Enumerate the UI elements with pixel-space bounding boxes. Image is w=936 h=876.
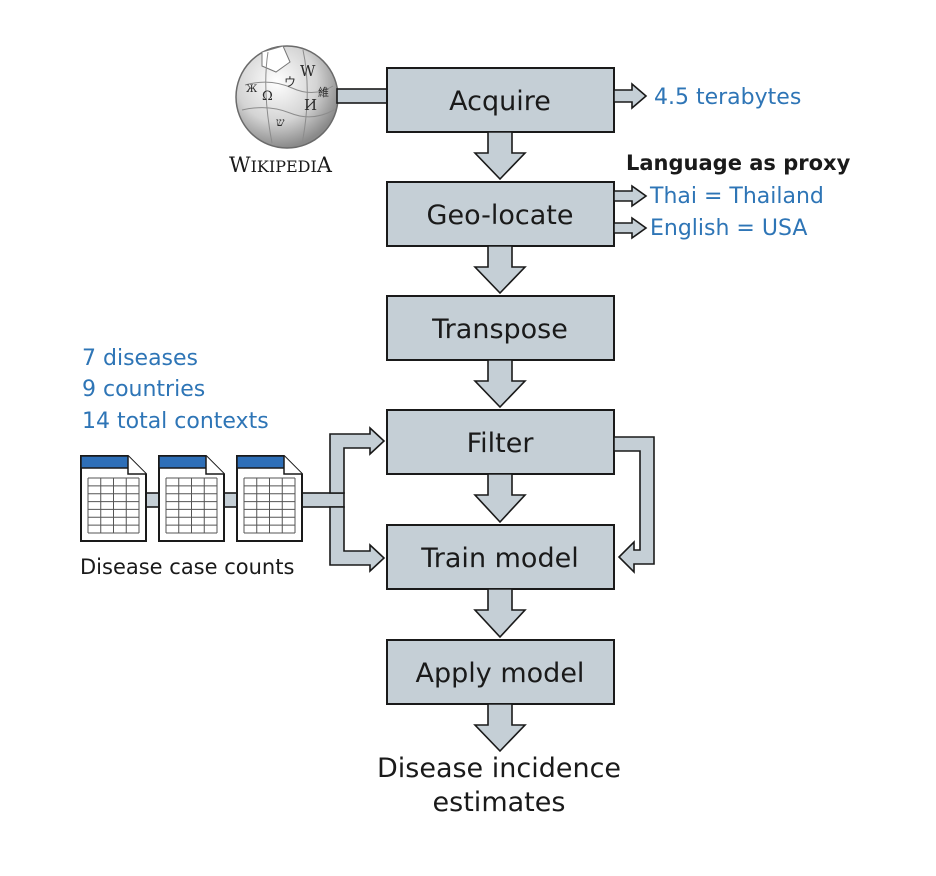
stage-label-filter: Filter	[467, 428, 535, 459]
proxy-arrow-thai	[613, 184, 648, 208]
stage-label-acquire: Acquire	[449, 86, 551, 117]
case-stat-contexts: 14 total contexts	[82, 409, 269, 434]
proxy-example-thai: Thai = Thailand	[649, 184, 824, 209]
down-arrow-acquire-geolocate	[473, 131, 527, 181]
globe-glyph: W	[300, 62, 316, 80]
spreadsheet-document-icon	[236, 455, 303, 542]
down-arrow-transpose-filter	[473, 359, 527, 409]
cases-to-train-arrow	[329, 506, 386, 573]
stage-box-acquire	[386, 67, 615, 133]
stage-label-geo-locate: Geo-locate	[427, 200, 574, 231]
doc-connector-3	[301, 492, 345, 508]
doc-connector-2	[223, 492, 239, 508]
case-counts-label: Disease case counts	[80, 555, 294, 579]
outcome-line-2: estimates	[433, 787, 566, 818]
stage-label-apply-model: Apply model	[416, 658, 585, 689]
language-proxy-title: Language as proxy	[626, 151, 851, 175]
globe-glyph: Ω	[262, 89, 273, 104]
case-count-documents	[80, 455, 345, 542]
case-stat-diseases: 7 diseases	[82, 346, 198, 371]
down-arrow-apply-outcome	[473, 703, 527, 753]
down-arrow-filter-train	[473, 473, 527, 524]
spreadsheet-document-icon	[80, 455, 147, 542]
wordmark-initial: W	[229, 153, 251, 177]
stage-box-geo-locate	[386, 181, 615, 247]
wikipedia-globe-icon: W Ω Иウ維 ש Ж	[235, 45, 339, 149]
globe-glyph: ウ	[284, 75, 296, 89]
down-arrow-geolocate-transpose	[473, 245, 527, 295]
case-stat-countries: 9 countries	[82, 377, 205, 402]
acquire-output-text: 4.5 terabytes	[654, 85, 801, 110]
down-arrow-train-apply	[473, 588, 527, 639]
spreadsheet-document-icon	[158, 455, 225, 542]
stage-label-train-model: Train model	[420, 543, 578, 574]
acquire-output-arrow	[613, 82, 648, 110]
globe-glyph: И	[304, 96, 317, 114]
cases-to-filter-arrow	[329, 426, 386, 494]
stage-box-transpose	[386, 295, 615, 361]
proxy-example-english: English = USA	[650, 216, 807, 241]
globe-glyph: Ж	[246, 84, 258, 95]
globe-glyph: 維	[318, 86, 329, 99]
doc-connector-1	[145, 492, 161, 508]
globe-glyph: ש	[276, 115, 285, 129]
filter-to-train-loop-arrow	[613, 436, 655, 574]
stage-label-transpose: Transpose	[431, 314, 568, 345]
wikipedia-wordmark: WIKIPEDIA	[229, 153, 333, 177]
proxy-arrow-english	[613, 216, 648, 240]
wordmark-final: A	[316, 153, 333, 177]
wordmark-middle: IKIPEDI	[251, 157, 317, 176]
outcome-line-1: Disease incidence	[377, 753, 621, 784]
globe-to-acquire-connector	[336, 88, 388, 104]
